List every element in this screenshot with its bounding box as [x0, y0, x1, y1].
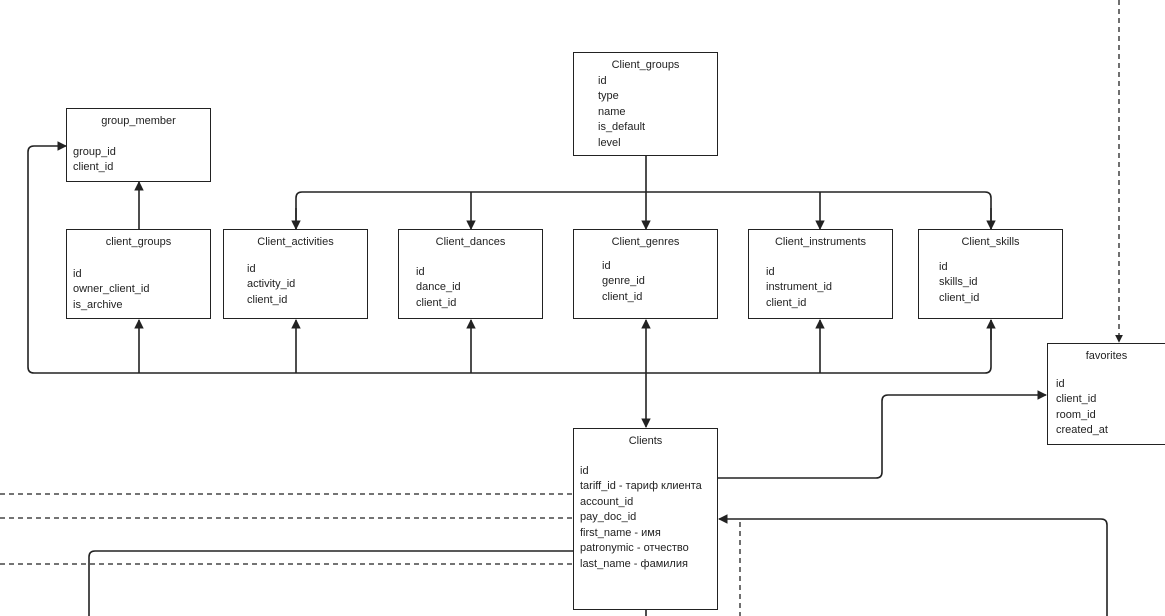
entity-field: id [73, 267, 82, 280]
entity-client-genres[interactable]: Client_genres id genre_id client_id [573, 229, 718, 319]
entity-field: client_id [247, 293, 288, 306]
entity-field: client_id [602, 290, 643, 303]
entity-client-instruments[interactable]: Client_instruments id instrument_id clie… [748, 229, 893, 319]
entity-title: client_groups [105, 236, 172, 248]
connector-bus-to-group-member [27, 141, 67, 374]
entity-field: is_archive [73, 298, 123, 311]
entity-title: Clients [628, 435, 663, 447]
entity-title: Client_groups [611, 59, 680, 71]
entity-field: client_id [73, 161, 114, 173]
entity-title: Client_genres [611, 236, 680, 248]
entity-title: Client_activities [257, 236, 334, 248]
entity-field: first_name - имя [580, 526, 661, 539]
entity-client-skills[interactable]: Client_skills id skills_id client_id [918, 229, 1063, 319]
entity-field: instrument_id [766, 281, 833, 293]
arrow-clients-to-favorites [718, 390, 1047, 479]
entity-field: id [602, 259, 611, 272]
entity-field: type [598, 90, 619, 102]
entity-field: patronymic - отчество [580, 542, 689, 554]
entity-title: favorites [1085, 350, 1128, 362]
entity-field: tariff_id - тариф клиента [580, 480, 702, 492]
connector-clients-lower-left [88, 550, 573, 616]
entity-field: skills_id [939, 276, 978, 288]
entity-field: dance_id [416, 281, 461, 293]
entity-field: activity_id [247, 278, 296, 290]
entity-field: is_default [598, 121, 646, 133]
connector-bottom-bus [34, 320, 992, 374]
entity-field: name [598, 105, 626, 118]
entity-field: pay_doc_id [580, 511, 637, 523]
entity-field: last_name - фамилия [580, 557, 688, 570]
entity-field: id [766, 265, 775, 278]
entity-field: owner_client_id [73, 283, 150, 295]
connector-top-bus [295, 191, 992, 229]
entity-clients[interactable]: Clients id tariff_id - тариф клиента acc… [573, 428, 718, 610]
entity-group-member[interactable]: group_member group_id client_id [66, 108, 211, 182]
entity-client-groups-top[interactable]: Client_groups id type name is_default le… [573, 52, 718, 156]
entity-field: created_at [1056, 424, 1108, 436]
entity-field: id [247, 262, 256, 275]
entity-title: group_member [101, 115, 176, 127]
entity-field: client_id [1056, 393, 1097, 405]
entity-field: account_id [580, 495, 634, 508]
entity-client-dances[interactable]: Client_dances id dance_id client_id [398, 229, 543, 319]
entity-field: level [598, 136, 621, 149]
entity-field: client_id [939, 291, 980, 304]
arrow-right-into-clients [718, 514, 1108, 616]
entity-field: genre_id [602, 275, 645, 287]
entity-title: Client_skills [961, 236, 1020, 248]
entity-title: Client_dances [435, 236, 506, 248]
entity-client-activities[interactable]: Client_activities id activity_id client_… [223, 229, 368, 319]
entity-field: client_id [766, 296, 807, 309]
entity-field: id [598, 74, 607, 87]
entity-field: id [939, 260, 948, 273]
entity-field: id [580, 464, 589, 477]
entity-field: client_id [416, 296, 457, 309]
entity-title: Client_instruments [774, 236, 867, 248]
entity-favorites[interactable]: favorites id client_id room_id created_a… [1047, 343, 1165, 445]
entity-client-groups[interactable]: client_groups id owner_client_id is_arch… [66, 229, 211, 319]
entity-field: id [416, 265, 425, 278]
entity-field: room_id [1056, 408, 1096, 421]
entity-field: group_id [73, 145, 116, 158]
entity-field: id [1056, 377, 1065, 390]
